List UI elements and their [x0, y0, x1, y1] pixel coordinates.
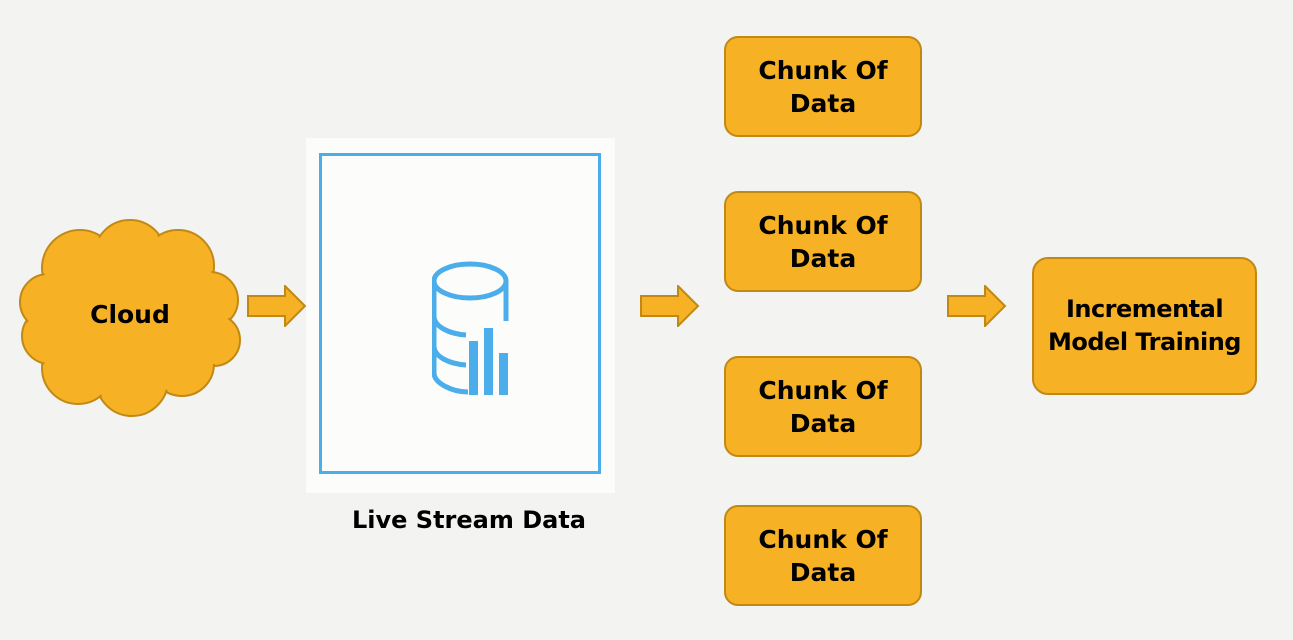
cloud-label: Cloud	[90, 299, 170, 329]
arrow-right-icon	[640, 285, 700, 327]
chunk-label: Chunk Of Data	[758, 375, 888, 438]
chunk-label: Chunk Of Data	[758, 524, 888, 587]
chunk-label: Chunk Of Data	[758, 210, 888, 273]
cloud-shape	[19, 219, 241, 417]
arrow-right-icon	[947, 285, 1007, 327]
live-stream-panel	[306, 138, 615, 493]
model-training-box: Incremental Model Training	[1032, 257, 1257, 395]
model-training-label: Incremental Model Training	[1048, 295, 1241, 356]
chunk-box: Chunk Of Data	[724, 356, 922, 457]
cloud-node: Cloud	[18, 218, 242, 418]
chunk-label: Chunk Of Data	[758, 55, 888, 118]
live-stream-frame	[319, 153, 601, 474]
database-chart-icon	[432, 261, 509, 395]
chunk-box: Chunk Of Data	[724, 191, 922, 292]
live-stream-label: Live Stream Data	[351, 506, 586, 534]
chunk-box: Chunk Of Data	[724, 36, 922, 137]
chunk-box: Chunk Of Data	[724, 505, 922, 606]
arrow-right-icon	[247, 285, 307, 327]
